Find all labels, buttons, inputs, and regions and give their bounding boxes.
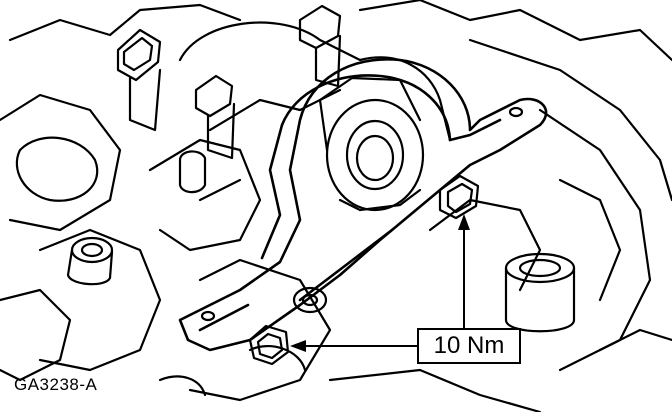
torque-spec-label: 10 Nm	[417, 328, 521, 364]
bracket-bolts	[200, 106, 524, 366]
camshaft-cap-bolts	[116, 4, 342, 194]
figure-id-label: GA3238-A	[14, 375, 98, 394]
bearing-cap-bracket	[178, 58, 548, 352]
spark-plug-tube	[504, 252, 576, 333]
torque-callout-leaders	[297, 221, 465, 347]
camshaft-journal-bearing	[318, 76, 425, 212]
leader-arrowheads	[290, 214, 470, 352]
oil-passage-fitting	[66, 236, 114, 286]
